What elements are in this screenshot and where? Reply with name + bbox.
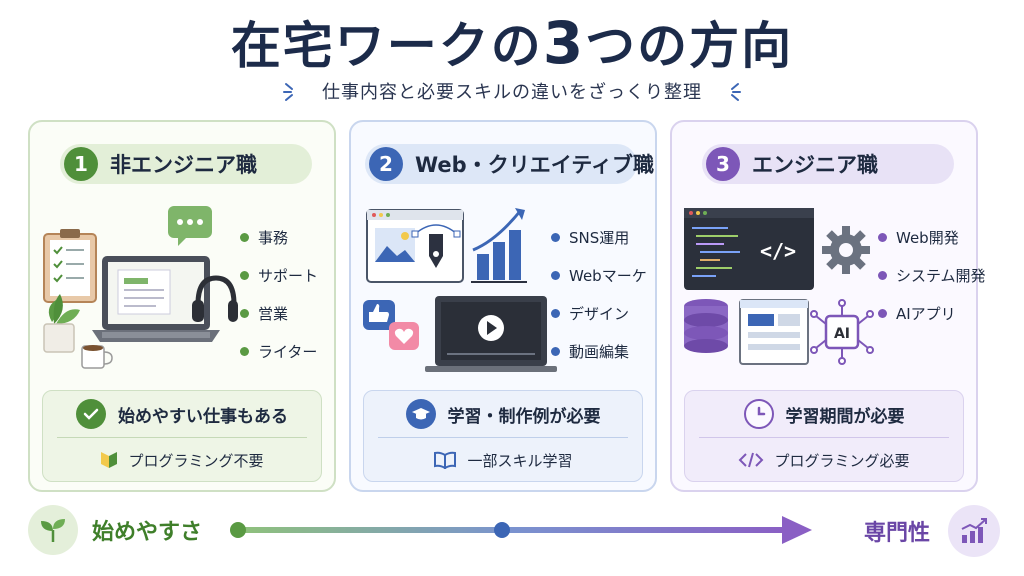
design-window-icon xyxy=(366,209,464,283)
scale-left: 始めやすさ xyxy=(28,505,202,555)
scale-arrow xyxy=(230,516,812,544)
note-row: プログラミング不要 xyxy=(43,438,321,482)
note-row: 一部スキル学習 xyxy=(364,438,642,482)
chat-bubble-icon xyxy=(168,206,212,246)
card-title: 非エンジニア職 xyxy=(110,153,257,177)
highlight-row: 始めやすい仕事もある xyxy=(43,391,321,437)
graduation-cap-icon xyxy=(405,399,436,429)
like-icon xyxy=(363,300,395,330)
gear-icon xyxy=(822,226,870,274)
requirement-box: 始めやすい仕事もある プログラミング不要 xyxy=(42,390,322,482)
page-title: 在宅ワークの3つの方向 xyxy=(0,6,1024,78)
note-row: プログラミング必要 xyxy=(685,438,963,482)
requirement-box: 学習期間が必要 プログラミング必要 xyxy=(684,390,964,482)
ai-chip-icon: AI xyxy=(810,299,874,365)
code-symbol-text: </> xyxy=(760,239,796,263)
check-icon xyxy=(76,399,106,429)
plant-icon xyxy=(43,294,80,353)
title-text-post: つの方向 xyxy=(585,17,794,75)
laptop-icon xyxy=(92,256,220,342)
title-number: 3 xyxy=(542,9,586,77)
page-subtitle: 仕事内容と必要スキルの違いをざっくり整理 xyxy=(322,82,702,103)
scale-mid-dot xyxy=(494,522,510,538)
list-item: システム開発 xyxy=(878,256,986,294)
subtitle-row: 仕事内容と必要スキルの違いをざっくり整理 xyxy=(0,78,1024,104)
highlight-text: 学習・制作例が必要 xyxy=(447,406,601,427)
highlight-text: 学習期間が必要 xyxy=(785,406,905,427)
number-badge: 1 xyxy=(64,147,98,181)
note-text: プログラミング不要 xyxy=(128,451,264,470)
ai-label-text: AI xyxy=(834,326,850,342)
card-web-creative: 2 Web・クリエイティブ職 xyxy=(349,120,657,492)
laptop-office-illustration xyxy=(43,206,238,369)
clock-icon xyxy=(743,399,774,429)
ease-label: 始めやすさ xyxy=(92,520,203,545)
list-item: 事務 xyxy=(240,218,318,256)
beginner-mark-icon xyxy=(101,452,118,468)
list-item: サポート xyxy=(240,256,318,294)
number-badge: 3 xyxy=(706,147,740,181)
code-icon xyxy=(739,452,764,468)
list-item: ライター xyxy=(240,332,318,370)
creative-illustration xyxy=(363,208,557,372)
coffee-cup-icon xyxy=(81,345,113,369)
note-text: プログラミング必要 xyxy=(774,451,910,470)
growth-chart-icon xyxy=(471,208,527,283)
list-item: 営業 xyxy=(240,294,318,332)
list-item: 動画編集 xyxy=(551,332,647,370)
job-list: SNS運用 Webマーケ デザイン 動画編集 xyxy=(551,218,647,370)
spark-right-icon xyxy=(731,83,741,101)
card-title: Web・クリエイティブ職 xyxy=(415,153,655,177)
note-text: 一部スキル学習 xyxy=(467,451,573,470)
clipboard-icon xyxy=(43,229,97,303)
list-item: SNS運用 xyxy=(551,218,647,256)
sprout-icon xyxy=(28,505,78,555)
book-icon xyxy=(434,451,457,469)
database-icon xyxy=(684,299,728,353)
list-item: AIアプリ xyxy=(878,294,986,332)
job-list: Web開発 システム開発 AIアプリ xyxy=(878,218,986,332)
video-laptop-icon xyxy=(425,296,557,372)
list-item: Web開発 xyxy=(878,218,986,256)
dashboard-window-icon xyxy=(739,299,809,365)
list-item: デザイン xyxy=(551,294,647,332)
card-engineer: 3 エンジニア職 </> xyxy=(670,120,986,492)
spark-left-icon xyxy=(283,83,293,101)
highlight-row: 学習期間が必要 xyxy=(685,391,963,437)
expertise-label: 専門性 xyxy=(863,521,930,546)
headset-icon xyxy=(192,275,238,322)
scale-start-dot xyxy=(230,522,246,538)
card-header: 2 Web・クリエイティブ職 xyxy=(365,144,654,184)
list-item: Webマーケ xyxy=(551,256,647,294)
code-window-icon: </> xyxy=(684,208,814,290)
engineer-illustration: </> xyxy=(684,208,874,365)
requirement-box: 学習・制作例が必要 一部スキル学習 xyxy=(363,390,643,482)
highlight-row: 学習・制作例が必要 xyxy=(364,391,642,437)
job-list: 事務 サポート 営業 ライター xyxy=(240,218,318,370)
number-badge: 2 xyxy=(369,147,403,181)
highlight-text: 始めやすい仕事もある xyxy=(118,406,288,427)
heart-icon xyxy=(389,322,419,350)
card-non-engineer: 1 非エンジニア職 xyxy=(28,120,336,492)
scale-right: 専門性 xyxy=(864,505,1000,557)
growth-chart-icon xyxy=(948,505,1000,557)
card-title: エンジニア職 xyxy=(752,153,878,177)
card-header: 3 エンジニア職 xyxy=(702,144,954,184)
title-text-pre: 在宅ワークの xyxy=(230,17,543,75)
card-header: 1 非エンジニア職 xyxy=(60,144,312,184)
